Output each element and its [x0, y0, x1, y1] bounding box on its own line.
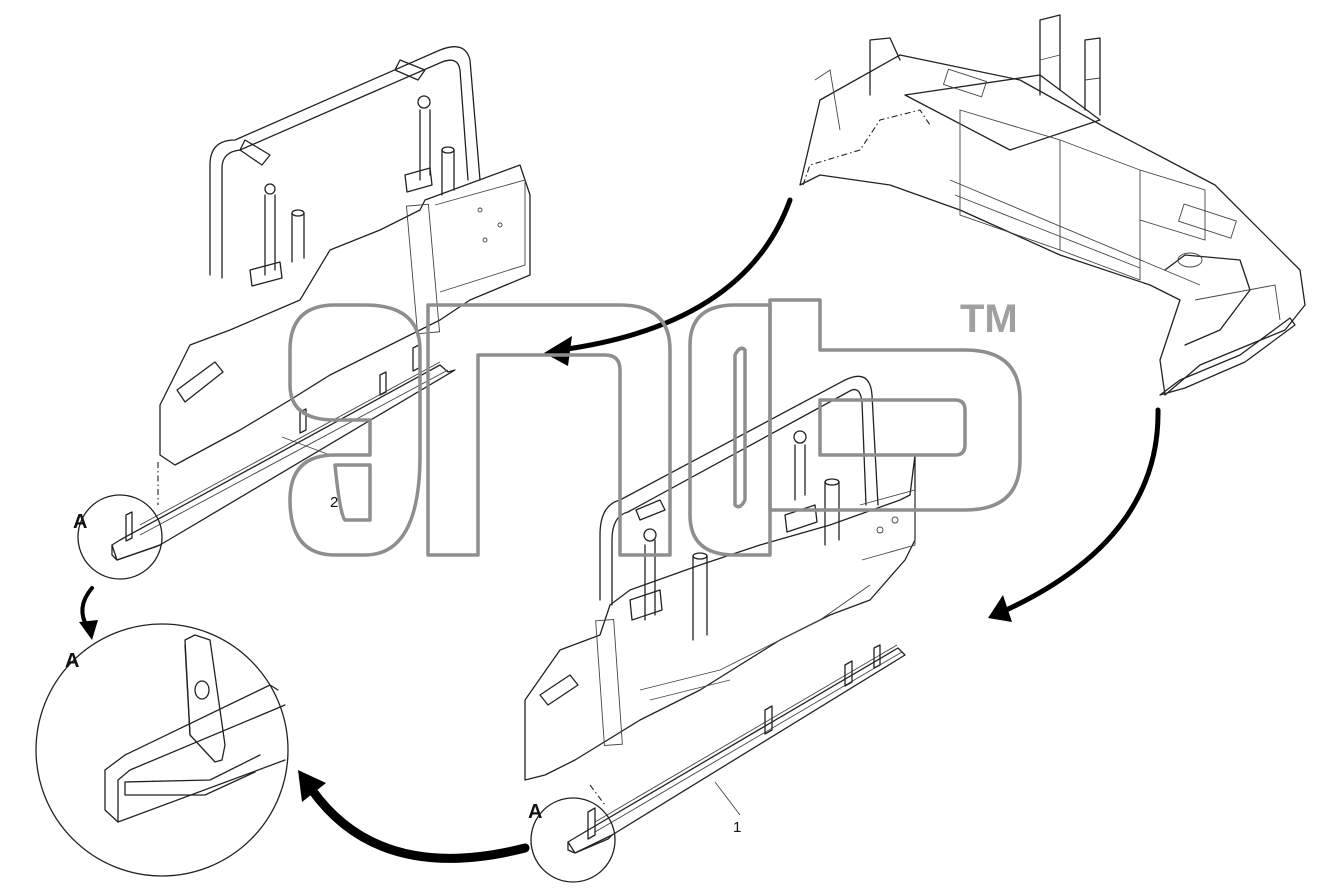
right-side-plate-assembly — [524, 375, 916, 854]
label-detail-a-zoom: A — [65, 650, 79, 672]
watermark-letter-n — [426, 303, 672, 557]
label-part-2: 2 — [330, 494, 338, 511]
detail-a-zoom — [35, 623, 289, 877]
arrow-machine-to-left-plate-head — [544, 336, 572, 366]
paver-machine-overview — [799, 14, 1306, 396]
arrow-left-circle-to-zoom-head — [79, 620, 98, 640]
arrow-machine-to-right-plate — [999, 407, 1161, 615]
arrow-main-circle-to-zoom — [307, 785, 530, 863]
watermark-logo: TM — [288, 297, 1022, 557]
watermark-trademark: TM — [960, 297, 1018, 341]
detail-circle-left — [77, 494, 163, 580]
label-detail-a-main: A — [528, 801, 542, 823]
arrow-machine-to-right-plate-head — [988, 595, 1012, 622]
left-side-plate-assembly — [111, 46, 531, 561]
label-part-1: 1 — [733, 819, 741, 836]
watermark-letter-b — [768, 298, 1022, 512]
callout-labels: A A A 2 1 — [65, 494, 741, 836]
watermark-letter-d — [688, 303, 772, 557]
watermark-letter-a — [288, 303, 422, 557]
detail-circle-main — [530, 797, 616, 883]
arrow-machine-to-left-plate — [557, 197, 793, 353]
flow-arrows — [79, 197, 1161, 863]
label-detail-a-left: A — [73, 511, 87, 533]
arrow-main-circle-to-zoom-head — [298, 770, 326, 802]
